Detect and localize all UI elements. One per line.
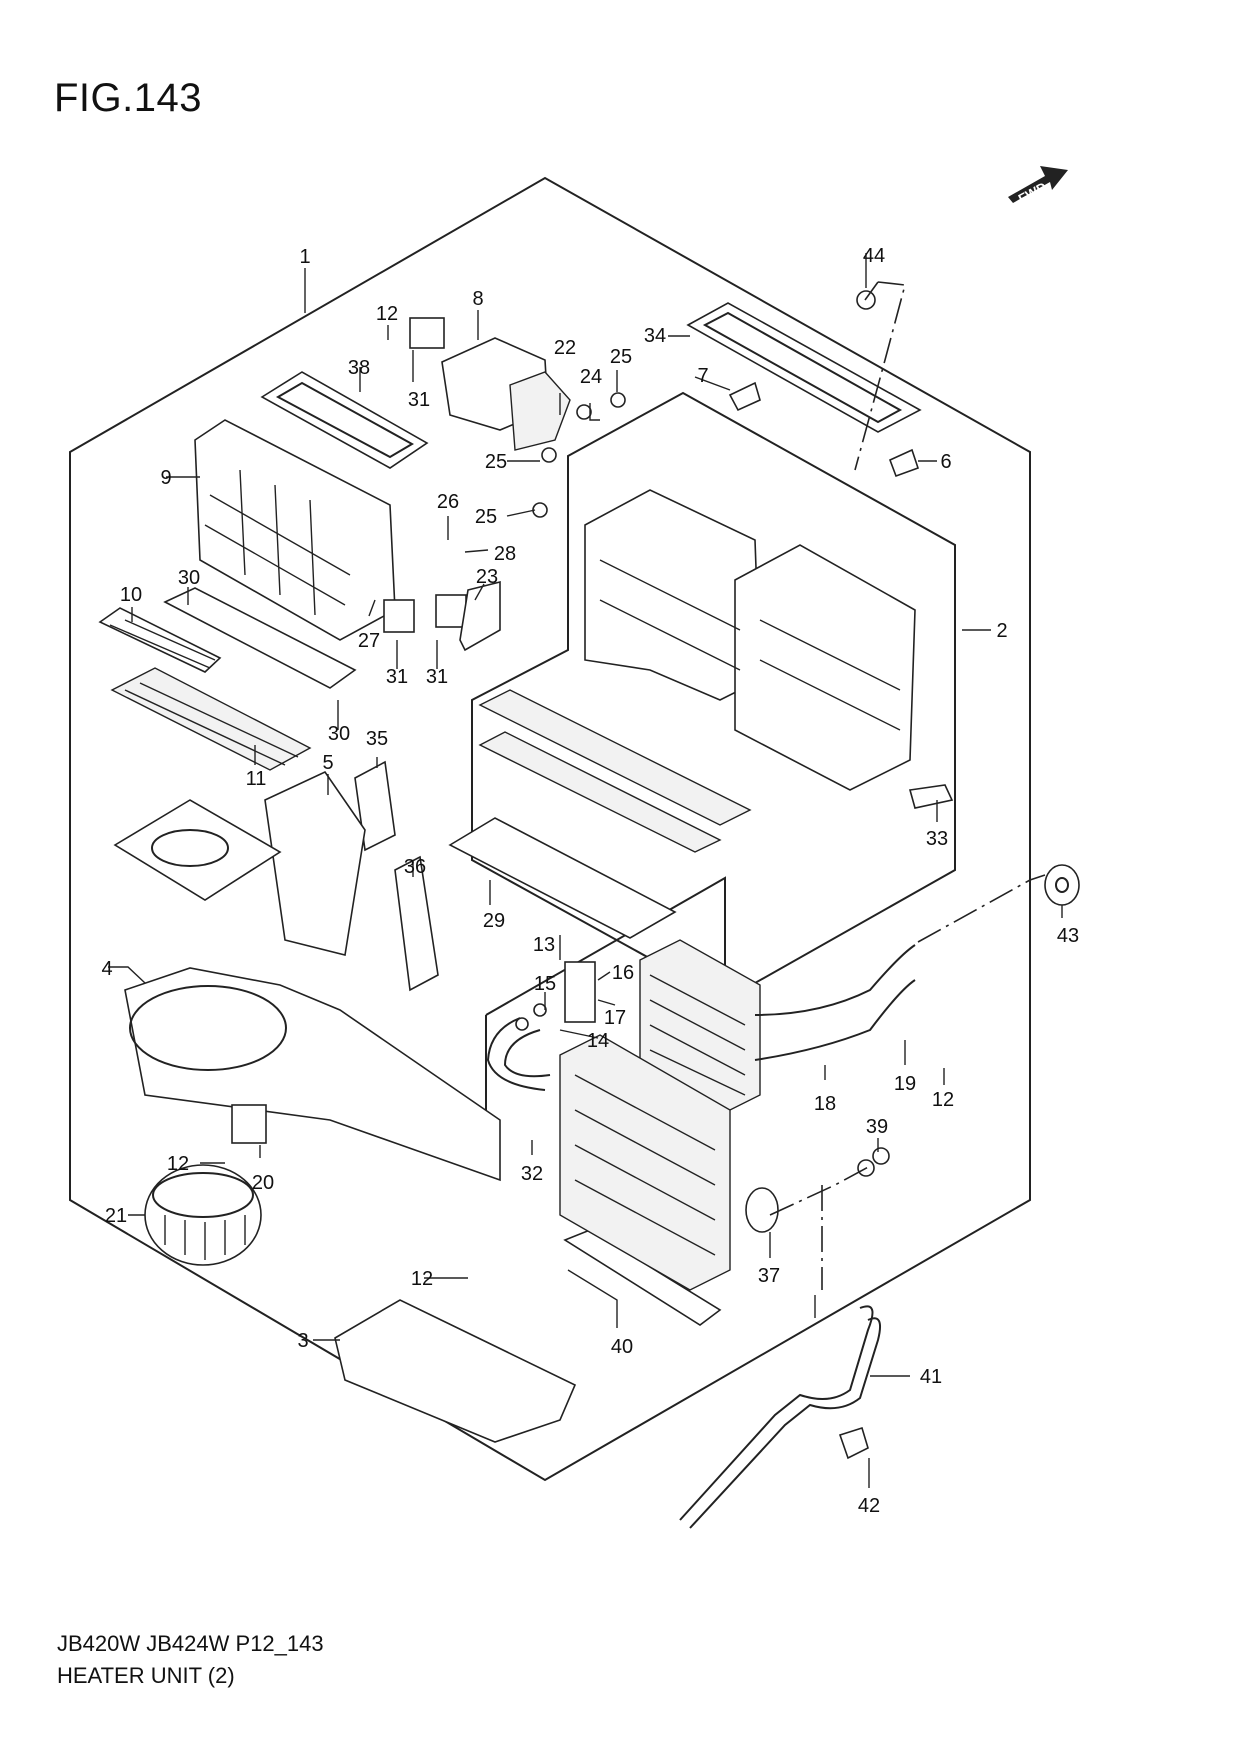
part-38-gasket: [260, 371, 429, 469]
callout-9: 9: [160, 467, 171, 489]
callout-27: 27: [358, 630, 380, 652]
callout-26: 26: [437, 491, 459, 513]
callout-14: 14: [587, 1030, 609, 1052]
part-18-pipes: [754, 944, 916, 1061]
callout-30-top: 30: [178, 567, 200, 589]
callout-43: 43: [1057, 925, 1079, 947]
callout-31-right: 31: [426, 666, 448, 688]
figure-title: FIG.143: [54, 76, 203, 120]
callout-3: 3: [297, 1330, 308, 1352]
callout-30-low: 30: [328, 723, 350, 745]
callout-25-top: 25: [610, 346, 632, 368]
part-10-filter-cover: [98, 607, 222, 673]
callout-18: 18: [814, 1093, 836, 1115]
callout-31-left: 31: [386, 666, 408, 688]
part-31-actuators: [383, 317, 467, 633]
callout-12-top: 12: [376, 303, 398, 325]
callout-44: 44: [863, 245, 885, 267]
callout-23: 23: [476, 566, 498, 588]
part-29-defroster-door: [448, 817, 677, 939]
callout-5: 5: [322, 752, 333, 774]
callout-34: 34: [644, 325, 666, 347]
part-doors-shafts: [478, 689, 752, 853]
callout-33: 33: [926, 828, 948, 850]
callout-1: 1: [299, 246, 310, 268]
part-41-drain-hose: [679, 1305, 881, 1529]
part-23-lever: [459, 580, 501, 652]
callout-12-case: 12: [411, 1268, 433, 1290]
part-20-resistor: [231, 1104, 267, 1144]
part-2-main-case: [584, 489, 916, 791]
dash-lines: [769, 281, 1046, 1290]
callout-31-top: 31: [408, 389, 430, 411]
part-40-drain-strip: [563, 1229, 722, 1326]
part-5-duct: [264, 770, 366, 956]
part-44-nut: [856, 290, 876, 310]
part-43-grommet: [1044, 864, 1080, 906]
part-37-grommet: [745, 1187, 779, 1233]
callout-21: 21: [105, 1205, 127, 1227]
part-4-blower-case: [124, 967, 501, 1182]
part-36-seal: [394, 855, 439, 992]
part-11-air-filter: [110, 667, 312, 771]
part-30-filter-frame: [163, 587, 357, 689]
callout-36: 36: [404, 856, 426, 878]
diagram-name: HEATER UNIT (2): [57, 1663, 235, 1688]
fwd-arrow-icon: FWD: [1008, 166, 1068, 206]
part-33-sensor: [908, 784, 954, 809]
callout-17: 17: [604, 1007, 626, 1029]
callout-38: 38: [348, 357, 370, 379]
callout-8: 8: [472, 288, 483, 310]
callout-28: 28: [494, 543, 516, 565]
callout-25-mid: 25: [485, 451, 507, 473]
callout-37: 37: [758, 1265, 780, 1287]
callout-13: 13: [533, 934, 555, 956]
callout-6: 6: [940, 451, 951, 473]
callout-32: 32: [521, 1163, 543, 1185]
callout-25-low: 25: [475, 506, 497, 528]
callout-41: 41: [920, 1366, 942, 1388]
part-small-clips: [515, 381, 920, 1177]
part-16-expansion-valve: [564, 961, 596, 1023]
callout-7: 7: [697, 365, 708, 387]
callout-40: 40: [611, 1336, 633, 1358]
callout-10: 10: [120, 584, 142, 606]
fwd-label: FWD: [1016, 179, 1049, 206]
callout-labels: 1 2 3 4 5 6 7 8 9 10 11 12 12 12 12 13 1…: [101, 245, 1079, 1517]
part-evap-pipes: [486, 1017, 551, 1091]
callout-2: 2: [996, 620, 1007, 642]
leader-lines: [108, 253, 1063, 1488]
callout-42: 42: [858, 1495, 880, 1517]
callout-22: 22: [554, 337, 576, 359]
callout-29: 29: [483, 910, 505, 932]
callout-11: 11: [246, 768, 267, 790]
callout-35: 35: [366, 728, 388, 750]
part-21-blower-motor: [144, 1164, 262, 1266]
part-tray: [113, 799, 282, 901]
callout-24: 24: [580, 366, 602, 388]
callout-12-pipe: 12: [932, 1089, 954, 1111]
callout-4: 4: [101, 958, 112, 980]
diagram-code: JB420W JB424W P12_143: [57, 1631, 324, 1656]
part-evaporator: [559, 1034, 731, 1291]
part-3-lower-case: [334, 1299, 577, 1443]
callout-39: 39: [866, 1116, 888, 1138]
part-22-mode-cam: [509, 371, 571, 451]
callout-19: 19: [894, 1073, 916, 1095]
part-34-panel: [686, 302, 922, 433]
callout-16: 16: [612, 962, 634, 984]
callout-15: 15: [534, 973, 556, 995]
part-42-clip: [838, 1426, 869, 1460]
callout-12-blower: 12: [167, 1153, 189, 1175]
callout-20: 20: [252, 1172, 274, 1194]
